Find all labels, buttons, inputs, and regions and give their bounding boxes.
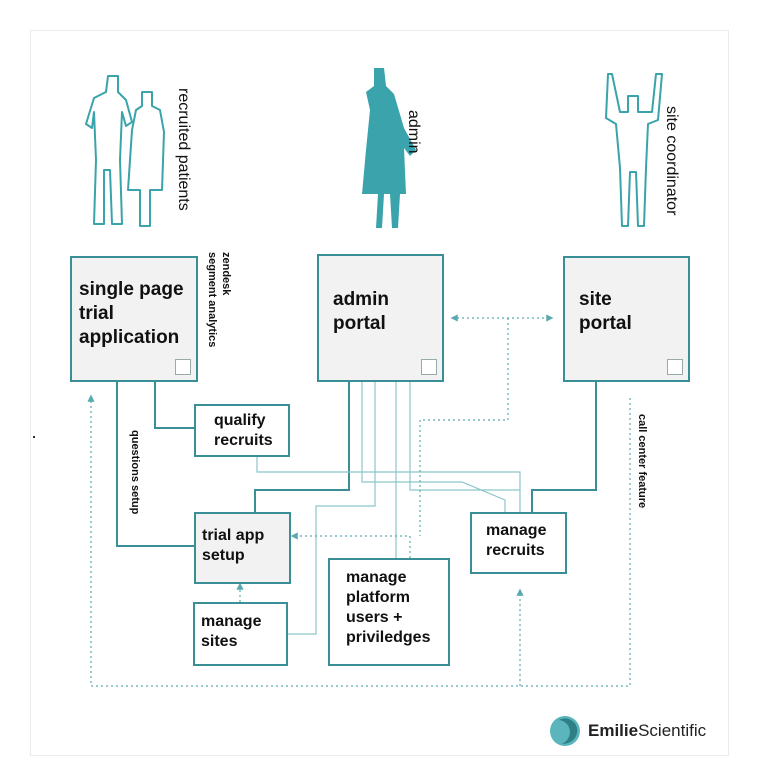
wire-spa-trialsetup	[116, 382, 194, 547]
call-center-label: call center feature	[636, 414, 648, 509]
wire-spa-qualify	[154, 382, 194, 429]
wire-admin-users-b	[409, 382, 520, 491]
manage-sites-node[interactable]: manage sites	[193, 602, 288, 666]
manage-sites-label: manage sites	[201, 613, 262, 650]
manage-recruits-node[interactable]: manage recruits	[470, 512, 567, 574]
admin-portal-node[interactable]: admin portal	[317, 254, 444, 382]
diagram-frame	[30, 30, 729, 756]
wire-admin-sites	[288, 382, 376, 635]
wire-users-trial-dotted	[290, 532, 411, 558]
trial-setup-node[interactable]: trial app setup	[194, 512, 291, 584]
wire-bottom-loop-dotted	[87, 394, 631, 687]
coordinator-figure	[605, 73, 663, 227]
site-portal-node[interactable]: site portal	[563, 256, 690, 382]
site-portal-label: site portal	[579, 289, 632, 334]
spa-label: single page trial application	[79, 279, 184, 348]
wire-site-recruits	[531, 382, 597, 512]
stray-dot	[33, 436, 35, 438]
emilie-logo: EmilieScientific	[548, 713, 706, 749]
admin-figure	[362, 68, 416, 228]
wire-qualify-recruits	[256, 456, 521, 512]
manage-recruits-label: manage recruits	[486, 522, 547, 559]
wire-admin-recruits	[361, 382, 506, 512]
questions-label: questions setup	[129, 430, 141, 515]
qualify-node[interactable]: qualify recruits	[194, 404, 290, 457]
segment-label: segment analytics	[206, 252, 218, 348]
patients-figure	[85, 75, 165, 227]
logo-text: EmilieScientific	[588, 721, 707, 740]
patients-label: recruited patients	[175, 88, 192, 211]
wire-admin-trialsetup	[254, 382, 350, 512]
manage-users-node[interactable]: manage platform users + priviledges	[328, 558, 450, 666]
cube-icon	[175, 359, 191, 375]
cube-icon	[421, 359, 437, 375]
zendesk-label: zendesk	[220, 252, 232, 296]
cube-icon	[667, 359, 683, 375]
manage-users-label: manage platform users + priviledges	[346, 569, 431, 646]
admin-portal-label: admin portal	[333, 289, 389, 334]
trial-setup-label: trial app setup	[202, 527, 265, 564]
coordinator-label: site coordinator	[663, 106, 680, 216]
admin-label: admin	[405, 110, 422, 154]
logo-mark-icon	[550, 716, 580, 746]
spa-node[interactable]: single page trial application	[70, 256, 198, 382]
qualify-label: qualify recruits	[214, 412, 273, 449]
